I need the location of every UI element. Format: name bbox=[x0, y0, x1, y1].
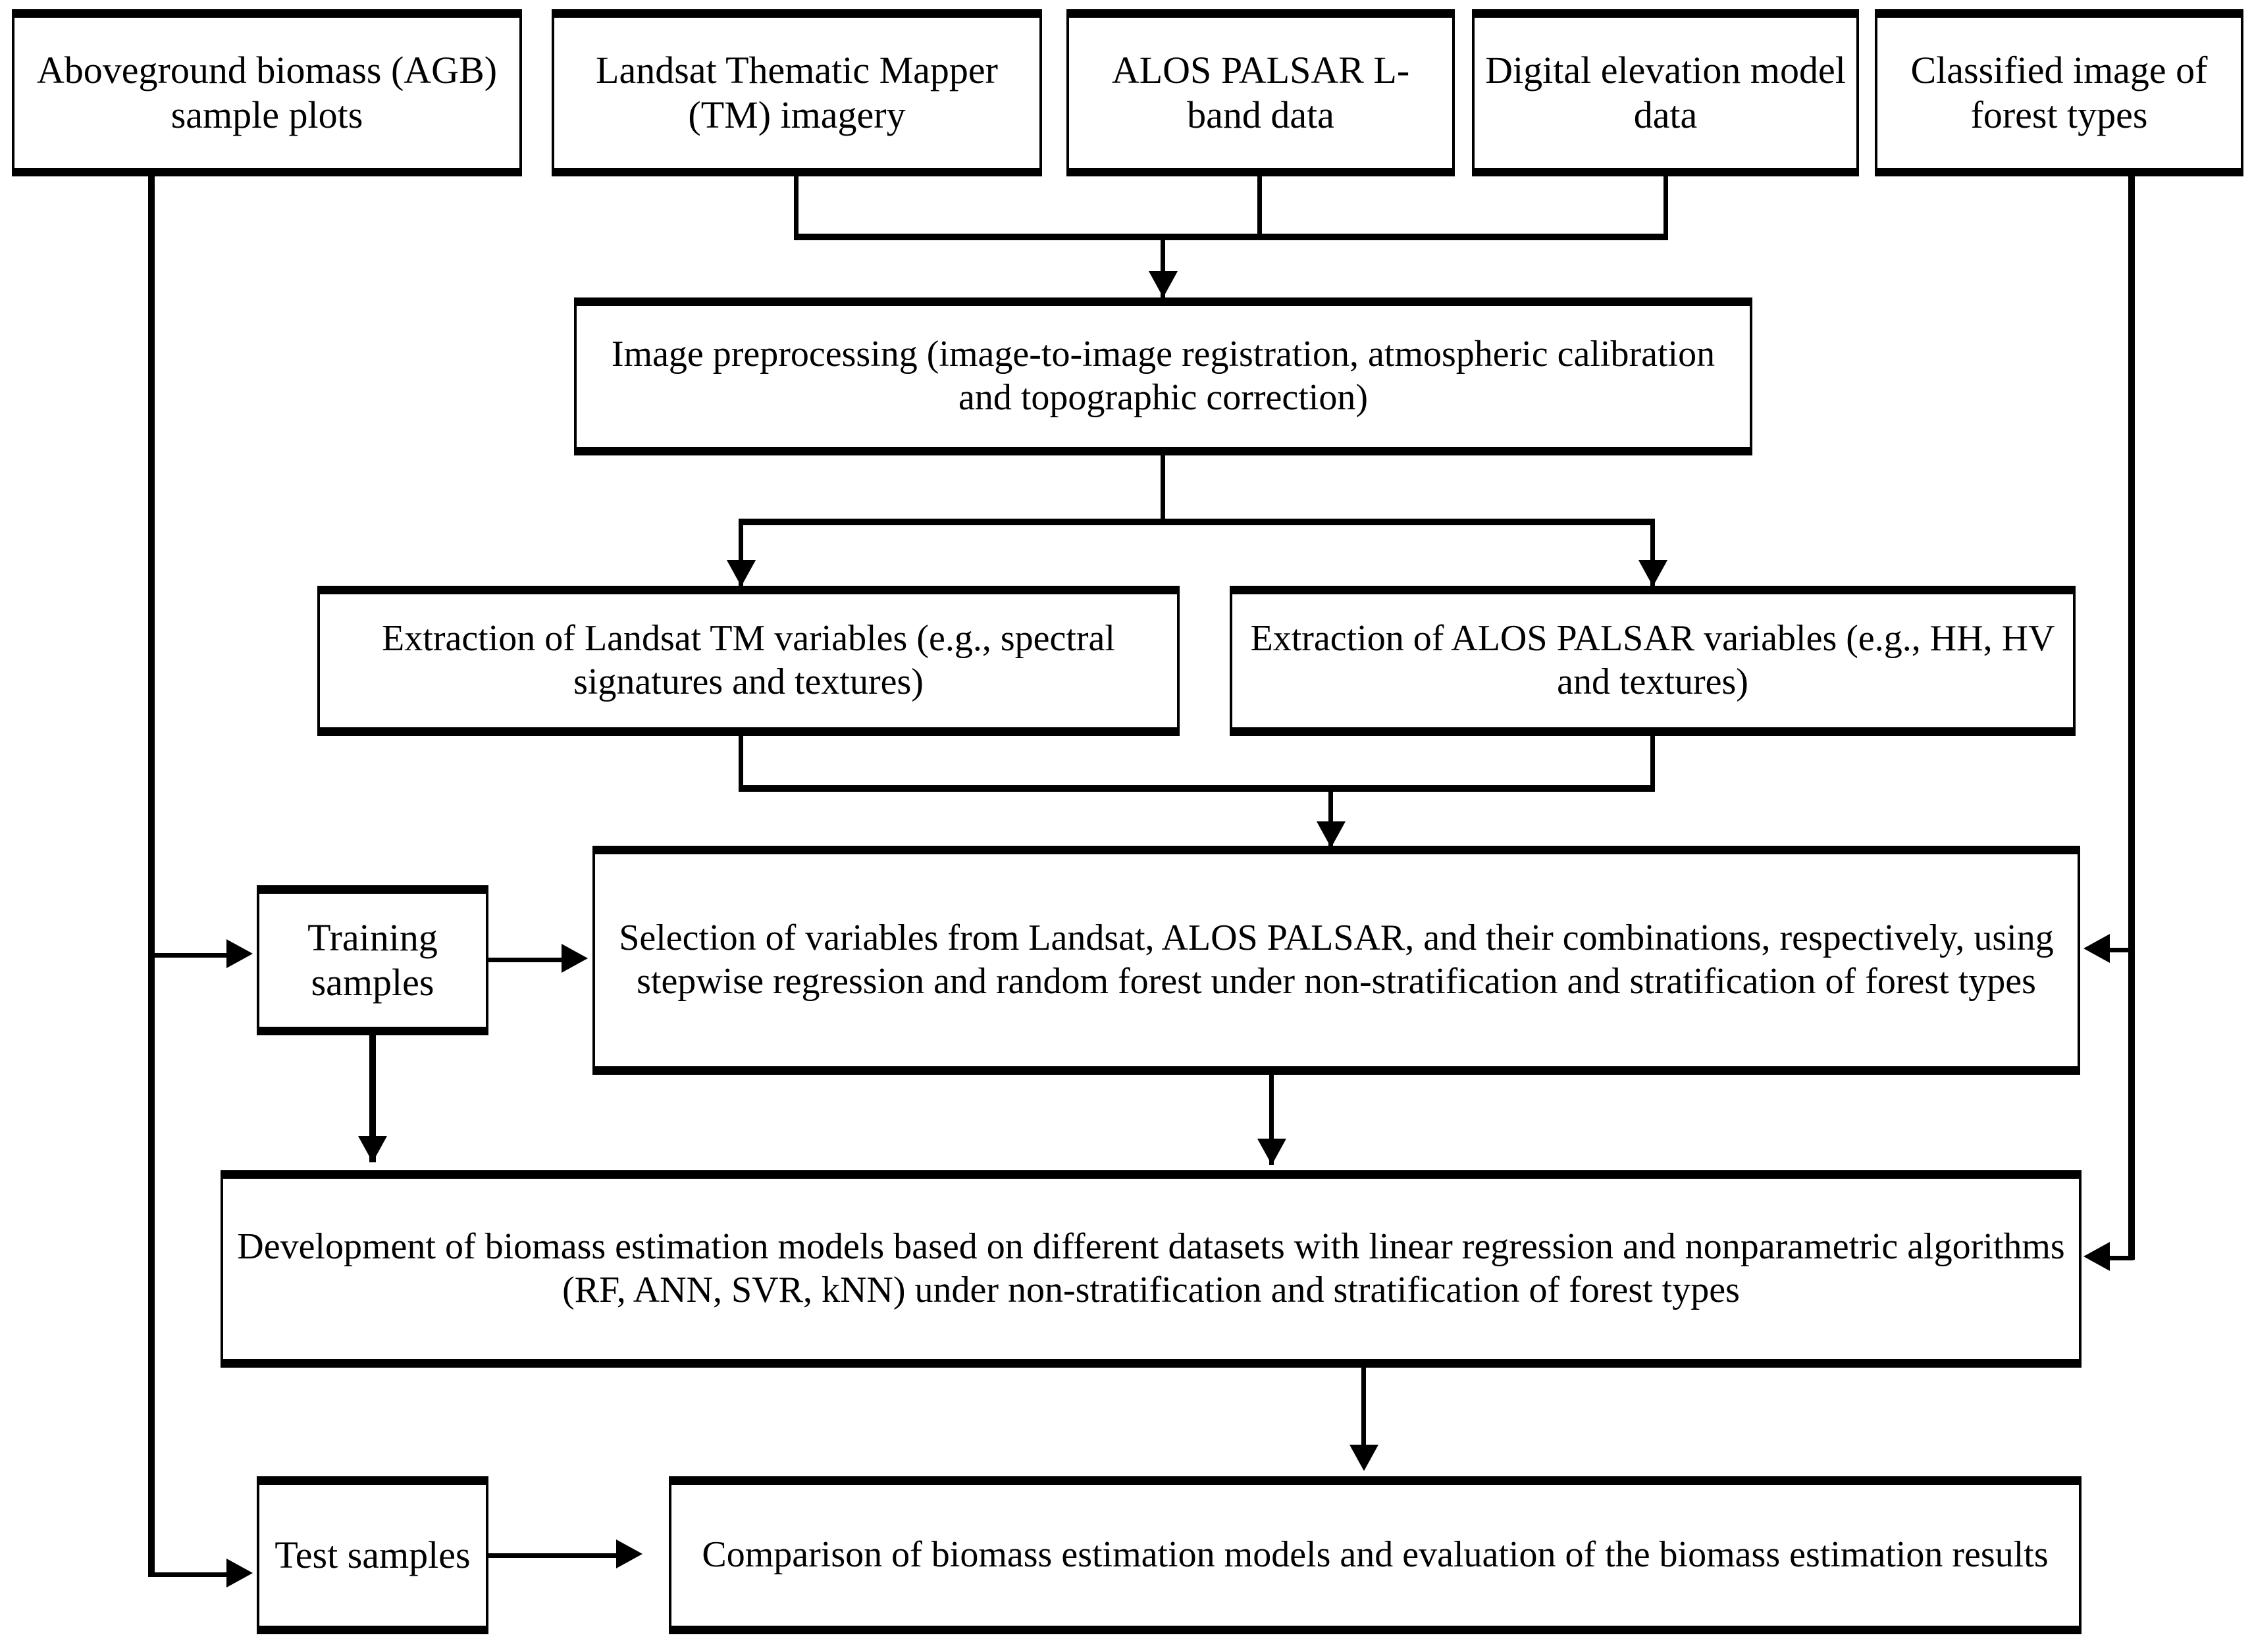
connector-training-to-selection bbox=[488, 958, 567, 962]
connector-extraction-merge-bar bbox=[739, 785, 1655, 792]
node-extraction-landsat-tm-variables[interactable]: Extraction of Landsat TM variables (e.g.… bbox=[317, 586, 1180, 736]
arrowhead-test-to-comparison bbox=[616, 1539, 642, 1568]
arrowhead-to-selection bbox=[1317, 821, 1346, 848]
node-comparison-of-models[interactable]: Comparison of biomass estimation models … bbox=[669, 1476, 2082, 1634]
connector-classified-to-development bbox=[2110, 1256, 2134, 1260]
arrowhead-to-extract-tm bbox=[727, 560, 756, 586]
connector-extract-palsar-down bbox=[1650, 733, 1655, 790]
arrowhead-to-test-samples bbox=[226, 1559, 253, 1587]
node-landsat-tm-imagery[interactable]: Landsat Thematic Mapper (TM) imagery bbox=[552, 9, 1042, 176]
connector-classified-trunk-down bbox=[2128, 174, 2135, 1260]
arrowhead-selection-to-development bbox=[1257, 1139, 1286, 1165]
connector-selection-to-development bbox=[1269, 1073, 1274, 1165]
node-label-landsat: Landsat Thematic Mapper (TM) imagery bbox=[596, 49, 998, 136]
node-label-selection: Selection of variables from Landsat, ALO… bbox=[619, 917, 2054, 1002]
node-alos-palsar-l-band-data[interactable]: ALOS PALSAR L- band data bbox=[1066, 9, 1455, 176]
node-label-test: Test samples bbox=[275, 1534, 471, 1577]
arrowhead-development-to-comparison bbox=[1349, 1445, 1378, 1471]
connector-merge-to-selection bbox=[1328, 785, 1333, 848]
node-label-extract-palsar: Extraction of ALOS PALSAR variables (e.g… bbox=[1250, 618, 2055, 702]
arrowhead-to-training-samples bbox=[226, 939, 253, 968]
node-selection-of-variables[interactable]: Selection of variables from Landsat, ALO… bbox=[592, 846, 2080, 1075]
node-label-alos: ALOS PALSAR L- band data bbox=[1111, 49, 1410, 136]
node-label-classified: Classified image of forest types bbox=[1910, 49, 2208, 136]
arrowhead-training-to-development bbox=[358, 1136, 387, 1162]
node-label-comparison: Comparison of biomass estimation models … bbox=[702, 1534, 2049, 1576]
node-training-samples[interactable]: Training samples bbox=[257, 885, 488, 1035]
node-label-development: Development of biomass estimation models… bbox=[237, 1226, 2065, 1310]
connector-landsat-down bbox=[794, 175, 799, 238]
connector-alos-down bbox=[1257, 175, 1262, 238]
node-label-extract-tm: Extraction of Landsat TM variables (e.g.… bbox=[382, 618, 1115, 702]
connector-test-to-comparison bbox=[488, 1553, 620, 1558]
node-classified-image-of-forest-types[interactable]: Classified image of forest types bbox=[1875, 9, 2243, 176]
node-aboveground-biomass-sample-plots[interactable]: Aboveground biomass (AGB) sample plots bbox=[12, 9, 522, 176]
connector-training-to-development bbox=[369, 1033, 376, 1162]
connector-merge-to-preprocessing bbox=[1161, 234, 1165, 299]
connector-split-right-down bbox=[1650, 519, 1655, 588]
arrowhead-classified-to-selection bbox=[2083, 934, 2110, 963]
connector-dem-down bbox=[1663, 175, 1668, 238]
connector-sources-merge-bar bbox=[794, 234, 1668, 240]
connector-preprocessing-down bbox=[1161, 453, 1165, 524]
arrowhead-to-preprocessing bbox=[1149, 271, 1178, 297]
node-test-samples[interactable]: Test samples bbox=[257, 1476, 488, 1634]
connector-development-to-comparison bbox=[1361, 1366, 1366, 1451]
node-label-preprocessing: Image preprocessing (image-to-image regi… bbox=[611, 334, 1715, 418]
node-label-agb: Aboveground biomass (AGB) sample plots bbox=[36, 49, 498, 136]
connector-extraction-split-bar bbox=[739, 519, 1655, 525]
node-label-training: Training samples bbox=[307, 916, 438, 1004]
arrowhead-classified-to-development bbox=[2083, 1242, 2110, 1271]
node-digital-elevation-model-data[interactable]: Digital elevation model data bbox=[1472, 9, 1859, 176]
connector-extract-tm-down bbox=[739, 733, 743, 790]
node-label-dem: Digital elevation model data bbox=[1485, 49, 1846, 136]
connector-classified-to-selection bbox=[2110, 948, 2134, 952]
connector-classified-down-to-development bbox=[2128, 948, 2133, 1260]
node-extraction-alos-palsar-variables[interactable]: Extraction of ALOS PALSAR variables (e.g… bbox=[1230, 586, 2076, 736]
node-development-of-biomass-models[interactable]: Development of biomass estimation models… bbox=[221, 1170, 2082, 1368]
connector-agb-to-training bbox=[148, 953, 240, 958]
arrowhead-to-extract-palsar bbox=[1638, 560, 1667, 586]
connector-split-left-down bbox=[739, 519, 743, 588]
connector-agb-to-test bbox=[148, 1572, 240, 1577]
connector-agb-trunk-down bbox=[148, 174, 155, 1577]
node-image-preprocessing[interactable]: Image preprocessing (image-to-image regi… bbox=[574, 297, 1752, 455]
arrowhead-training-to-selection bbox=[562, 944, 588, 973]
